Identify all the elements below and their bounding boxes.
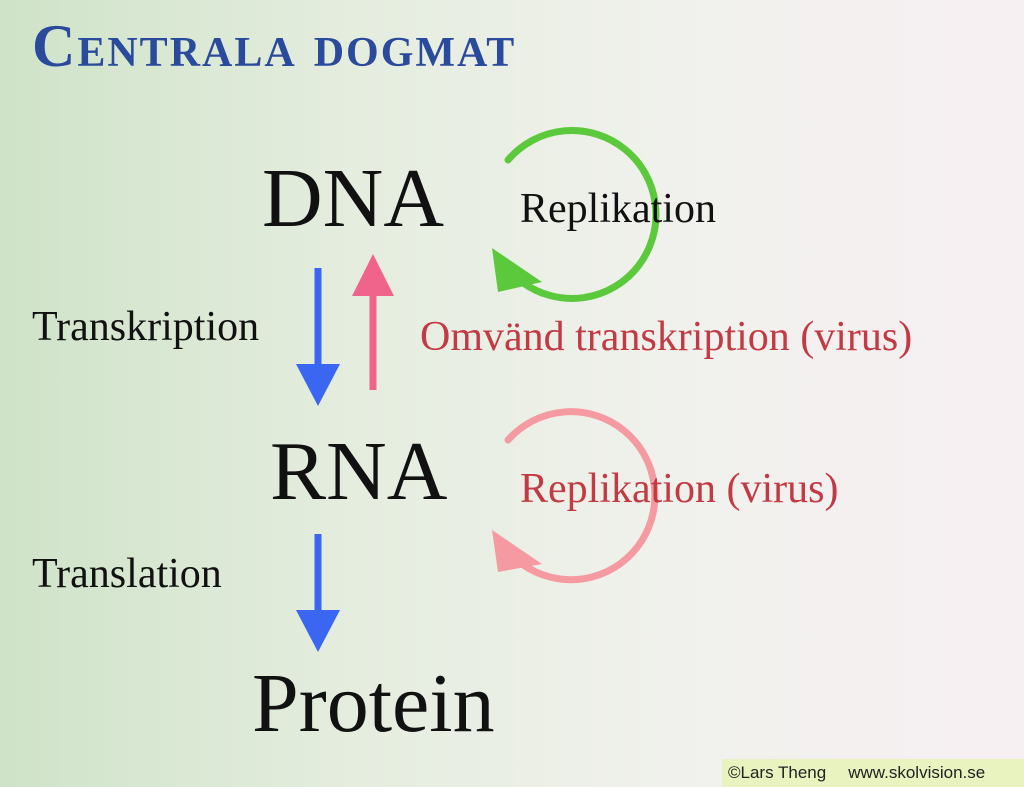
rna-replication-arrow bbox=[492, 408, 659, 584]
copyright-text: ©Lars Theng bbox=[728, 763, 827, 782]
translation-label: Translation bbox=[32, 551, 222, 597]
transcription-arrow bbox=[296, 268, 340, 406]
transcription-label: Transkription bbox=[32, 304, 260, 350]
page-title: Centrala dogmat bbox=[32, 13, 517, 79]
dna-label: DNA bbox=[262, 152, 444, 245]
reverse-transcription-label: Omvänd transkription (virus) bbox=[420, 314, 913, 360]
website-text: www.skolvision.se bbox=[848, 763, 986, 782]
footer-credit: ©Lars Theng www.skolvision.se bbox=[722, 759, 1024, 787]
virus-replication-label: Replikation (virus) bbox=[520, 466, 839, 512]
dna-replication-arrow bbox=[492, 126, 660, 302]
rna-label: RNA bbox=[270, 425, 448, 518]
replication-label: Replikation bbox=[520, 186, 716, 232]
protein-label: Protein bbox=[252, 657, 495, 750]
translation-arrow bbox=[296, 534, 340, 652]
reverse-transcription-arrow bbox=[352, 254, 394, 390]
